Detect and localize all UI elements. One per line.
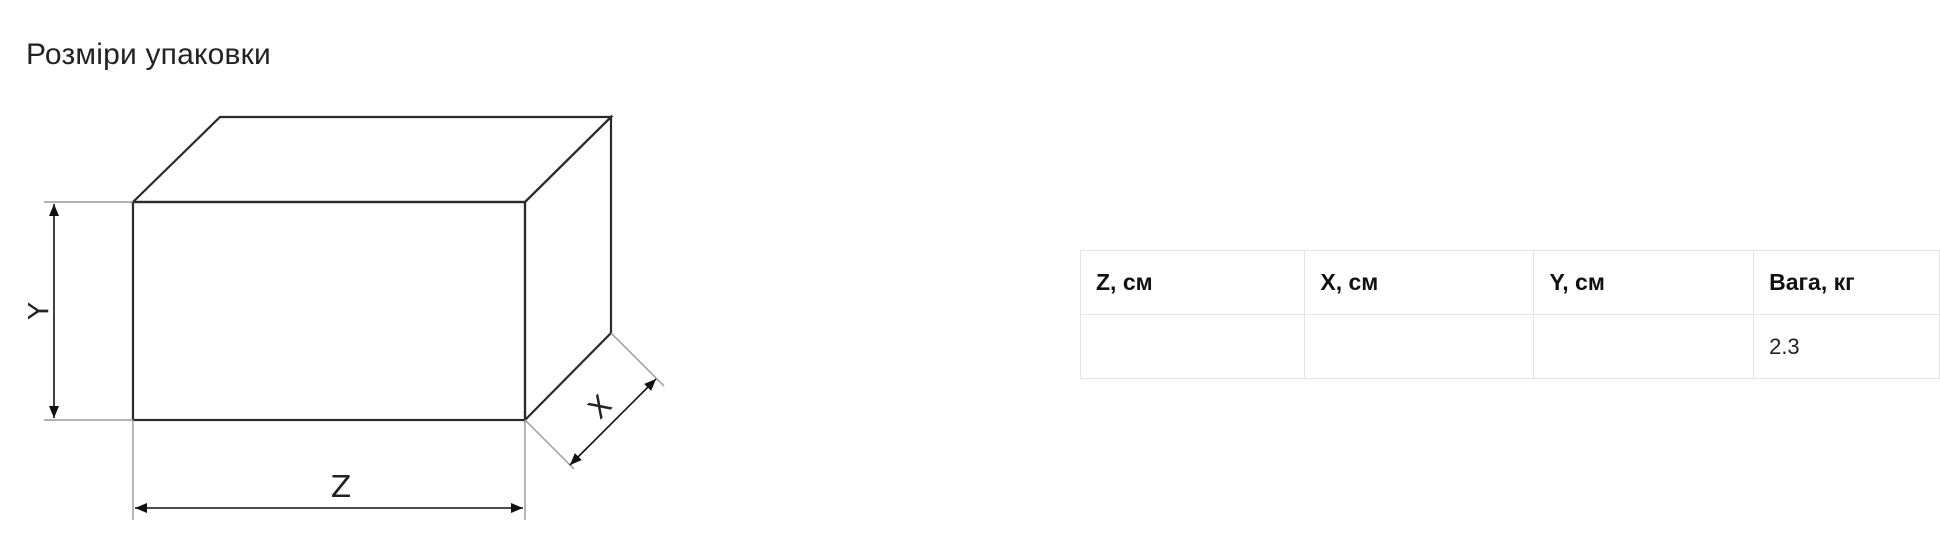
table-row: 2.3 xyxy=(1079,314,1940,379)
dimensions-table: Z, см X, см Y, см Вага, кг 2.3 xyxy=(1079,250,1940,379)
y-dimension-label: Y xyxy=(22,302,55,321)
box-outline xyxy=(130,114,614,423)
z-dimension-label: Z xyxy=(331,470,352,505)
extension-lines xyxy=(44,201,665,520)
header-z-cm: Z, см xyxy=(1079,250,1306,315)
box-front-face xyxy=(131,200,527,422)
header-y-cm: Y, см xyxy=(1533,250,1755,315)
table-header-row: Z, см X, см Y, см Вага, кг xyxy=(1079,250,1940,315)
header-weight-kg: Вага, кг xyxy=(1753,250,1940,315)
box-side-face xyxy=(523,114,613,423)
cell-x-value xyxy=(1304,314,1535,379)
cell-weight-value: 2.3 xyxy=(1753,314,1940,379)
header-x-cm: X, см xyxy=(1304,250,1535,315)
section-title: Розміри упаковки xyxy=(26,38,271,71)
x-dimension-line xyxy=(569,378,657,466)
package-dimensions-diagram: Y Z X xyxy=(22,114,665,520)
cell-z-value xyxy=(1079,314,1306,379)
x-dimension-label: X xyxy=(581,388,618,425)
cell-y-value xyxy=(1533,314,1755,379)
